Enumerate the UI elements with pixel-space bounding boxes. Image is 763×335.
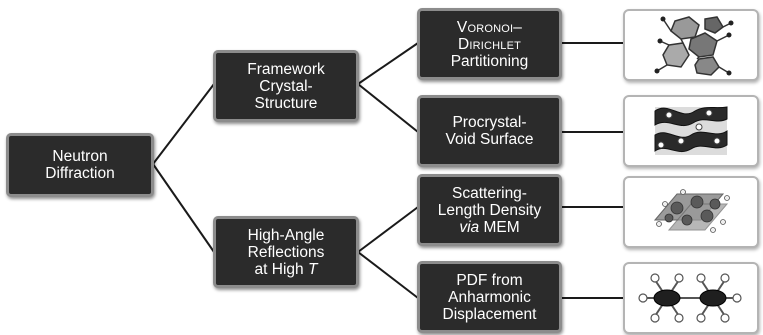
voronoi-dirichlet-node: Voronoi– Dirichlet Partitioning: [417, 8, 562, 80]
procrystal-void-node: Procrystal- Void Surface: [417, 95, 562, 167]
node-label-line: at High T: [255, 261, 318, 278]
node-label-line: Structure: [254, 94, 318, 112]
neutron-diffraction-node: Neutron Diffraction: [6, 133, 154, 197]
node-label-line: Scattering-: [452, 184, 527, 202]
framework-crystal-structure-node: Framework Crystal- Structure: [213, 50, 359, 122]
node-label-line: Neutron: [52, 148, 108, 165]
node-label-line: Procrystal-: [452, 114, 527, 131]
procrystal-void-image: [623, 95, 759, 167]
connector-root-to-highangle: [152, 163, 215, 253]
connector-framework-to-voronoi: [357, 42, 419, 85]
node-label-line: PDF from: [456, 271, 523, 289]
connector-root-to-framework: [152, 83, 215, 165]
connector-highangle-to-scattering: [357, 206, 419, 253]
node-label-line: Diffraction: [45, 165, 115, 182]
node-label-line: Length Density: [437, 201, 542, 219]
connector-framework-to-procrystal: [357, 83, 419, 133]
node-label-italic: via: [459, 218, 480, 236]
node-label-text: MEM: [479, 218, 520, 236]
node-label-line: High-Angle: [247, 226, 325, 244]
pdf-anharmonic-node: PDF from Anharmonic Displacement: [417, 261, 562, 333]
scattering-length-density-node: Scattering- Length Density via MEM: [417, 174, 562, 246]
connector-highangle-to-pdf: [357, 251, 419, 299]
anharmonic-pdf-image: [623, 262, 759, 334]
voronoi-structure-image: [623, 9, 759, 81]
node-label-text: at High: [254, 260, 308, 278]
node-label-line: Voronoi–: [456, 18, 523, 36]
node-label-italic: T: [307, 260, 318, 278]
node-label-line: Reflections: [247, 243, 325, 261]
node-label-line: Framework: [247, 60, 325, 78]
node-label-line: Anharmonic: [448, 288, 531, 306]
node-label-line: Displacement: [442, 305, 537, 323]
high-angle-reflections-node: High-Angle Reflections at High T: [213, 216, 359, 288]
node-label-line: Crystal-: [259, 77, 313, 95]
node-label-line: Dirichlet: [457, 35, 522, 53]
node-label-line: via MEM: [459, 219, 519, 236]
node-label-line: Void Surface: [445, 131, 534, 148]
node-label-line: Partitioning: [450, 52, 529, 70]
scattering-density-image: [623, 176, 759, 248]
